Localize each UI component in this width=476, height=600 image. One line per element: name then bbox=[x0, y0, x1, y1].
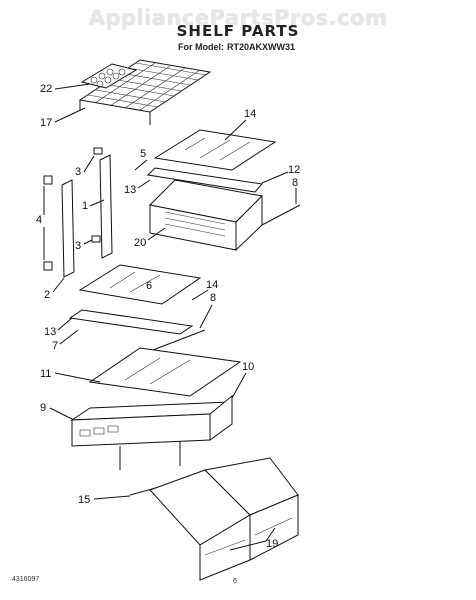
callout-6: 6 bbox=[146, 280, 152, 292]
egg-tray-part bbox=[80, 63, 138, 89]
callout-17: 17 bbox=[40, 117, 52, 129]
shelf-rail-part bbox=[43, 147, 113, 278]
callout-19: 19 bbox=[266, 538, 278, 550]
glass-shelf-large-part bbox=[88, 347, 242, 397]
callout-4: 4 bbox=[36, 214, 42, 226]
support-rod-part bbox=[261, 204, 301, 226]
glass-shelf-middle-part bbox=[68, 264, 202, 335]
callout-15: 15 bbox=[78, 494, 90, 506]
watermark: AppliancePartsPros.com bbox=[88, 6, 388, 30]
callout-9: 9 bbox=[40, 402, 46, 414]
crisper-drawer-part bbox=[148, 179, 264, 252]
callout-13-upper: 13 bbox=[124, 184, 136, 196]
model-prefix: For Model: bbox=[177, 42, 224, 52]
shelf-frame-part bbox=[146, 167, 263, 193]
drawer-cover-frame-part bbox=[70, 394, 233, 470]
callout-8-middle: 8 bbox=[210, 292, 216, 304]
callout-14-upper: 14 bbox=[244, 108, 256, 120]
glass-shelf-upper-part bbox=[153, 129, 277, 171]
callouts: 22 17 14 5 13 12 8 3 1 4 3 20 2 bbox=[36, 83, 300, 551]
document-number: 4316097 bbox=[12, 576, 40, 583]
callout-2: 2 bbox=[44, 289, 50, 301]
model-number: RT20AKXWW31 bbox=[226, 42, 295, 52]
callout-1: 1 bbox=[82, 200, 88, 212]
callout-3-lower: 3 bbox=[75, 240, 81, 252]
wire-shelf-part bbox=[78, 59, 212, 125]
crisper-pans-part bbox=[149, 457, 299, 581]
page-number: 6 bbox=[233, 578, 237, 585]
page-title: SHELF PARTS bbox=[176, 22, 300, 40]
callout-20: 20 bbox=[134, 237, 146, 249]
callout-14-middle: 14 bbox=[206, 279, 218, 291]
model-line: For Model:RT20AKXWW31 bbox=[0, 42, 476, 52]
callout-3-upper: 3 bbox=[75, 166, 81, 178]
callout-8-upper: 8 bbox=[292, 177, 298, 189]
callout-11: 11 bbox=[40, 368, 51, 380]
callout-13-middle: 13 bbox=[44, 326, 56, 338]
callout-12: 12 bbox=[288, 164, 300, 176]
callout-7: 7 bbox=[52, 340, 58, 352]
callout-10: 10 bbox=[242, 361, 254, 373]
callout-22: 22 bbox=[40, 83, 52, 95]
callout-5: 5 bbox=[140, 148, 146, 160]
